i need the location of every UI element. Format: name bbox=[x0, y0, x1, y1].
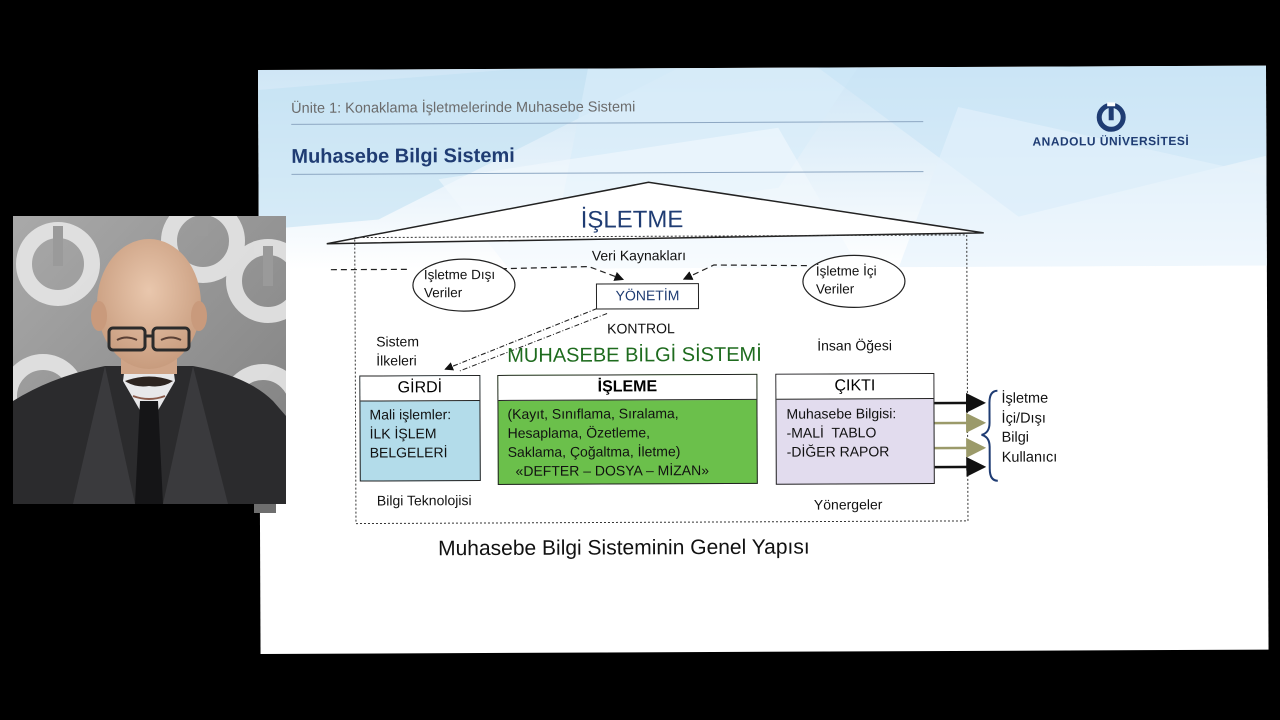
webcam-feed bbox=[13, 216, 286, 504]
system-principles-label: Sistem İlkeleri bbox=[376, 333, 420, 369]
diagram-lines bbox=[326, 181, 998, 525]
internal-data-label: İşletme İçi Veriler bbox=[815, 263, 877, 297]
directives-label: Yönergeler bbox=[813, 496, 883, 513]
anadolu-logo-icon bbox=[1096, 102, 1126, 132]
external-data-oval bbox=[412, 258, 516, 312]
presentation-slide: Ünite 1: Konaklama İşletmelerinde Muhase… bbox=[258, 65, 1269, 654]
roof-label: İŞLETME bbox=[580, 206, 684, 234]
input-box-body: Mali işlemler: İLK İŞLEM BELGELERİ bbox=[369, 406, 452, 461]
presenter-video-frame bbox=[13, 216, 286, 504]
process-box: İŞLEME (Kayıt, Sınıflama, Sıralama, Hesa… bbox=[497, 373, 758, 485]
system-boundary bbox=[354, 234, 969, 525]
internal-data-oval bbox=[802, 254, 906, 309]
sources-label: Veri Kaynakları bbox=[591, 247, 687, 264]
users-brace bbox=[981, 389, 998, 482]
process-box-body: (Kayıt, Sınıflama, Sıralama, Hesaplama, … bbox=[507, 405, 710, 479]
process-box-title: İŞLEME bbox=[498, 374, 757, 401]
input-box-title: GİRDİ bbox=[360, 376, 480, 402]
output-box-body: Muhasebe Bilgisi: -MALİ TABLO -DİĞER RAP… bbox=[786, 405, 897, 460]
roof-shape bbox=[326, 181, 984, 245]
system-title: MUHASEBE BİLGİ SİSTEMİ bbox=[507, 343, 762, 367]
human-element-label: İnsan Öğesi bbox=[817, 337, 892, 354]
output-box: ÇIKTI Muhasebe Bilgisi: -MALİ TABLO -DİĞ… bbox=[775, 373, 935, 485]
external-data-label: İşletme Dışı Veriler bbox=[423, 266, 496, 301]
users-label: İşletme İçi/Dışı Bilgi Kullanıcı bbox=[1001, 390, 1058, 466]
input-box: GİRDİ Mali işlemler: İLK İŞLEM BELGELERİ bbox=[359, 375, 481, 482]
management-box: YÖNETİM bbox=[595, 283, 700, 310]
info-tech-label: Bilgi Teknolojisi bbox=[376, 492, 472, 509]
control-label: KONTROL bbox=[607, 320, 675, 337]
university-logo: ANADOLU ÜNİVERSİTESİ bbox=[1023, 102, 1198, 163]
diagram-caption: Muhasebe Bilgi Sisteminin Genel Yapısı bbox=[438, 535, 810, 561]
output-box-title: ÇIKTI bbox=[776, 374, 934, 400]
